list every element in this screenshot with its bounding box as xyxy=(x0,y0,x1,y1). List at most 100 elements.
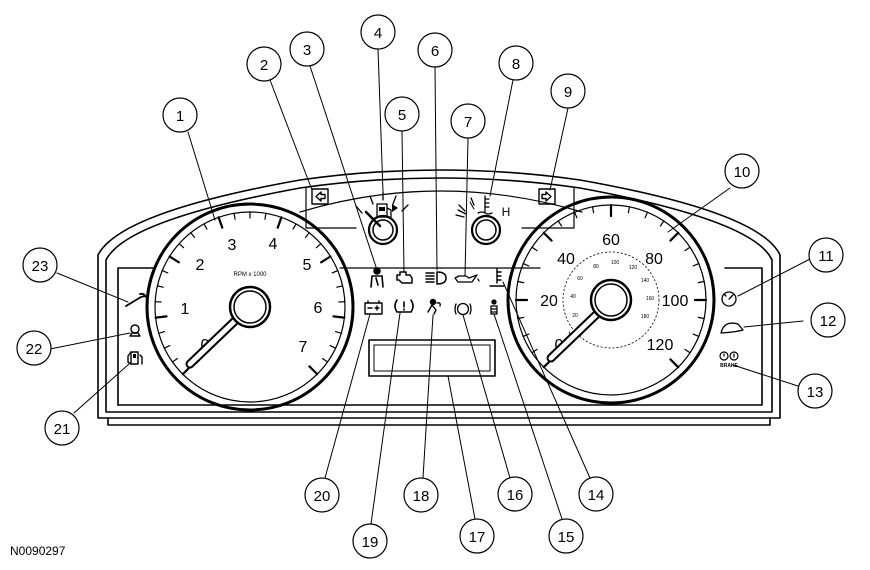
tach-tick-label-6: 6 xyxy=(314,300,323,317)
leader-line-5 xyxy=(401,130,405,273)
callout-23-label: 23 xyxy=(32,258,49,275)
leader-line-20 xyxy=(324,313,371,479)
leader-line-1 xyxy=(187,131,216,221)
callout-22: 22 xyxy=(16,330,52,366)
tachometer-tick xyxy=(161,270,169,274)
kmh-tick-label-100: 100 xyxy=(611,260,620,266)
callout-1: 1 xyxy=(162,97,198,133)
tach-tick-label-3: 3 xyxy=(228,237,237,254)
speed-control-icon xyxy=(721,291,737,307)
leader-line-14 xyxy=(502,281,591,479)
callout-12: 12 xyxy=(810,302,846,338)
temperature-gauge: H xyxy=(455,195,511,246)
callout-9-label: 9 xyxy=(564,84,572,101)
leader-line-12 xyxy=(743,320,804,328)
callout-16: 16 xyxy=(497,476,533,512)
callout-7: 7 xyxy=(450,103,486,139)
tachometer: 0 1 2 3 4 5 6 7 RPM x 1000 xyxy=(145,202,355,412)
speedometer-tick xyxy=(522,263,530,267)
leader-line-6 xyxy=(434,66,438,271)
callout-23: 23 xyxy=(22,247,58,283)
tach-tick-label-2: 2 xyxy=(196,257,205,274)
callout-17-label: 17 xyxy=(469,529,486,546)
tachometer-tick xyxy=(233,212,236,220)
fuel-door-icon xyxy=(127,351,143,365)
tachometer-tick xyxy=(203,223,208,230)
speedometer-tick xyxy=(517,280,525,284)
tachometer-tick xyxy=(171,357,178,363)
leader-lines xyxy=(49,48,811,525)
speedometer-tick xyxy=(684,246,691,252)
tachometer-tick xyxy=(217,216,224,229)
callout-1-label: 1 xyxy=(176,108,184,125)
tachometer-tick xyxy=(178,243,185,249)
high-beam-icon xyxy=(425,271,447,285)
speedometer: 0 20 40 60 80 100 120 20 40 60 80 100 12… xyxy=(506,195,716,405)
callout-13: 13 xyxy=(797,373,833,409)
tachometer-tick xyxy=(154,315,168,319)
service-wrench-icon xyxy=(125,292,147,307)
speedometer-bezel xyxy=(506,195,716,405)
brake-label: BRAKE xyxy=(720,363,738,369)
callout-13-label: 13 xyxy=(807,384,824,401)
speedometer-tick xyxy=(644,211,649,219)
speedometer-hub xyxy=(589,278,633,322)
tach-tick-label-5: 5 xyxy=(303,257,312,274)
brake-system-icon: BRAKE xyxy=(719,351,739,369)
safety-belt-icon xyxy=(370,267,384,288)
mph-tick-label-80: 80 xyxy=(645,251,663,268)
tachometer-tick xyxy=(320,255,332,264)
kmh-inner-ring xyxy=(562,251,660,349)
callout-2: 2 xyxy=(246,46,282,82)
callout-11: 11 xyxy=(808,237,844,273)
speedometer-tick xyxy=(697,280,705,284)
callout-19-label: 19 xyxy=(362,534,379,551)
tachometer-tick xyxy=(322,357,329,363)
fuel-gauge xyxy=(355,191,409,246)
coolant-temperature-warning-icon xyxy=(489,268,505,287)
left-turn-signal-icon xyxy=(311,188,329,205)
speedometer-tick xyxy=(531,348,538,354)
callout-8-label: 8 xyxy=(512,56,520,73)
leader-line-8 xyxy=(489,79,514,197)
callout-2-label: 2 xyxy=(260,57,268,74)
leader-line-22 xyxy=(49,332,131,350)
callout-21-label: 21 xyxy=(54,421,71,438)
mph-tick-label-40: 40 xyxy=(557,251,575,268)
tach-tick-label-7: 7 xyxy=(299,339,308,356)
kmh-tick-label-120: 120 xyxy=(629,265,638,271)
mph-tick-label-120: 120 xyxy=(647,337,674,354)
leader-line-13 xyxy=(732,364,799,387)
speedometer-tick xyxy=(522,333,530,337)
kmh-tick-label-40: 40 xyxy=(570,294,576,300)
callout-18: 18 xyxy=(403,477,439,513)
leader-line-3 xyxy=(309,65,378,271)
temp-hot-label: H xyxy=(502,205,511,219)
callout-bubbles: 1 2 3 4 5 6 7 8 9 10 11 12 13 14 15 16 1… xyxy=(16,14,846,559)
leader-line-11 xyxy=(737,258,811,297)
callout-6: 6 xyxy=(417,32,453,68)
tachometer-tick xyxy=(168,255,180,264)
callout-10-label: 10 xyxy=(734,164,751,181)
callout-15-label: 15 xyxy=(558,529,575,546)
tachometer-hub xyxy=(228,285,272,329)
callout-16-label: 16 xyxy=(507,487,524,504)
tachometer-tick xyxy=(304,232,310,238)
tire-pressure-icon xyxy=(394,299,414,313)
tachometer-tick xyxy=(264,212,267,220)
tachometer-tick xyxy=(158,331,166,334)
callout-10: 10 xyxy=(724,153,760,189)
leader-line-16 xyxy=(462,314,511,479)
coolant-thermometer-icon xyxy=(477,195,493,215)
leader-line-23 xyxy=(56,272,129,303)
callout-11-label: 11 xyxy=(818,248,834,265)
callout-20: 20 xyxy=(304,477,340,513)
speedometer-tick xyxy=(684,348,691,354)
check-engine-icon xyxy=(396,271,413,284)
speedometer-tick xyxy=(573,211,578,219)
tachometer-tick xyxy=(334,331,342,334)
leader-line-4 xyxy=(377,48,384,193)
callout-4: 4 xyxy=(360,14,396,50)
tachometer-tick xyxy=(315,243,322,249)
